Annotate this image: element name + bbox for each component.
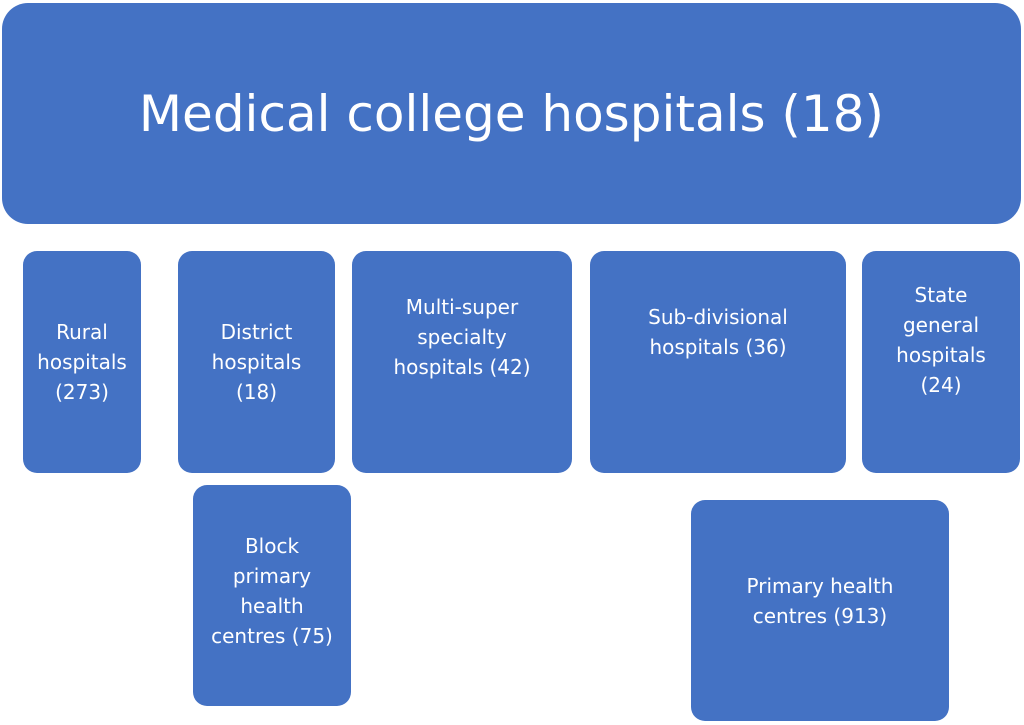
node-label: Block primary health centres (75) <box>211 533 333 648</box>
node-label: State general hospitals (24) <box>896 282 986 397</box>
node-label: Sub-divisional hospitals (36) <box>648 305 788 359</box>
node-label: Rural hospitals (273) <box>37 320 127 404</box>
node-block-primary-health-centres: Block primary health centres (75) <box>193 485 351 706</box>
node-rural-hospitals: Rural hospitals (273) <box>23 251 141 473</box>
node-sub-divisional-hospitals: Sub-divisional hospitals (36) <box>590 251 846 473</box>
node-label: Medical college hospitals (18) <box>138 84 885 143</box>
node-primary-health-centres: Primary health centres (913) <box>691 500 949 721</box>
node-label: District hospitals (18) <box>211 320 302 404</box>
node-label: Multi-super specialty hospitals (42) <box>393 295 531 379</box>
node-district-hospitals: District hospitals (18) <box>178 251 335 473</box>
node-medical-college-hospitals: Medical college hospitals (18) <box>2 3 1021 224</box>
node-state-general-hospitals: State general hospitals (24) <box>862 251 1020 473</box>
node-multi-super-specialty-hospitals: Multi-super specialty hospitals (42) <box>352 251 572 473</box>
node-label: Primary health centres (913) <box>746 573 894 628</box>
